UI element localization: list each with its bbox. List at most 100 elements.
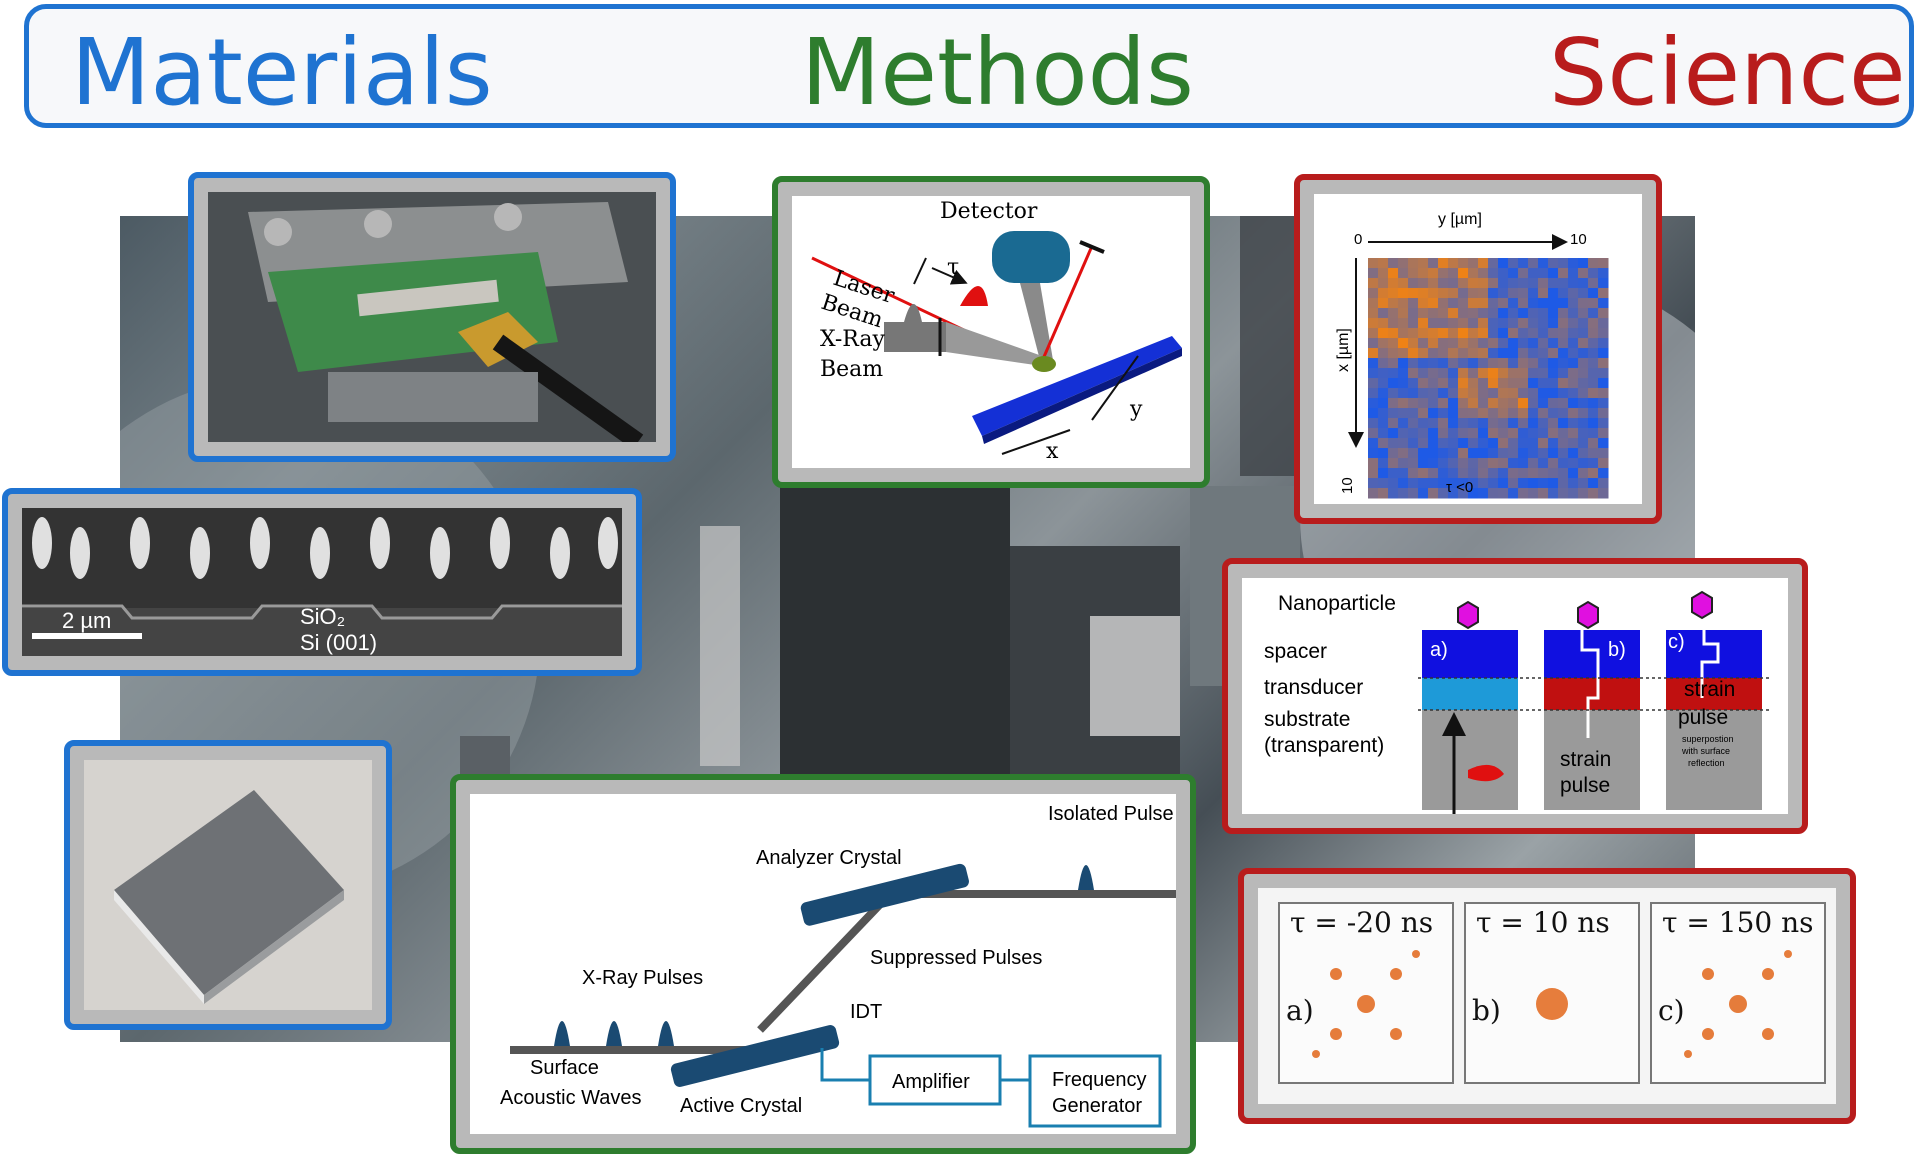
sem-nanostructure-image: 2 µm SiO₂ Si (001) [22, 508, 622, 656]
heatmap-cell [1548, 418, 1559, 429]
heatmap-cell [1398, 358, 1409, 369]
heatmap-cell [1398, 268, 1409, 279]
heatmap-cell [1518, 438, 1529, 449]
heatmap-cell [1438, 358, 1449, 369]
heatmap-cell [1448, 368, 1459, 379]
heatmap-cell [1468, 278, 1479, 289]
heatmap-cell [1548, 298, 1559, 309]
xray-pulses-label: X-Ray Pulses [582, 967, 703, 989]
heatmap-cell [1508, 448, 1519, 459]
frequency-label: Frequency [1052, 1069, 1147, 1091]
heatmap-cell [1518, 338, 1529, 349]
heatmap-cell [1458, 428, 1469, 439]
heatmap-cell [1408, 488, 1419, 499]
heatmap-cell [1588, 298, 1599, 309]
heatmap-cell [1568, 268, 1579, 279]
heatmap-cell [1418, 438, 1429, 449]
heatmap-cell [1398, 308, 1409, 319]
heatmap-cell [1588, 368, 1599, 379]
suppressed-pulses-label: Suppressed Pulses [870, 947, 1042, 969]
heatmap-cell [1518, 288, 1529, 299]
heatmap-cell [1588, 458, 1599, 469]
heatmap-cell [1548, 368, 1559, 379]
pump-probe-setup-panel: Detector τ x y Laser Beam X-Ray [772, 176, 1210, 488]
heatmap-cell [1478, 268, 1489, 279]
heatmap-cell [1418, 428, 1429, 439]
strain-map-x-label: x [µm] [1335, 328, 1352, 372]
heatmap-cell [1578, 358, 1589, 369]
heatmap-cell [1368, 318, 1379, 329]
heatmap-cell [1488, 458, 1499, 469]
heatmap-cell [1428, 398, 1439, 409]
heatmap-cell [1438, 428, 1449, 439]
heatmap-cell [1468, 338, 1479, 349]
heatmap-cell [1588, 258, 1599, 269]
heatmap-cell [1418, 298, 1429, 309]
heatmap-cell [1498, 478, 1509, 489]
heatmap-cell [1438, 338, 1449, 349]
heatmap-cell [1558, 308, 1569, 319]
heatmap-cell [1528, 408, 1539, 419]
heatmap-cell [1568, 488, 1579, 499]
heatmap-cell [1548, 258, 1559, 269]
heatmap-cell [1488, 368, 1499, 379]
heatmap-cell [1488, 398, 1499, 409]
heatmap-cell [1478, 478, 1489, 489]
label-b: b) [1608, 639, 1626, 661]
heatmap-cell [1498, 328, 1509, 339]
heatmap-cell [1468, 318, 1479, 329]
heatmap-cell [1418, 358, 1429, 369]
pulse-label-b: pulse [1560, 774, 1610, 797]
surface-label: Surface [530, 1057, 599, 1079]
strain-map-panel: y [µm] 0 10 10 x [µm] τ <0 [1294, 174, 1662, 524]
heatmap-cell [1478, 318, 1489, 329]
delay-label: τ = 150 ns [1662, 906, 1814, 939]
heatmap-cell [1528, 468, 1539, 479]
heatmap-cell [1538, 478, 1549, 489]
heatmap-cell [1428, 318, 1439, 329]
heatmap-cell [1488, 488, 1499, 499]
y-axis-label: y [1129, 397, 1143, 422]
heatmap-cell [1418, 408, 1429, 419]
heatmap-cell [1408, 468, 1419, 479]
heatmap-cell [1588, 488, 1599, 499]
heatmap-cell [1428, 418, 1439, 429]
heatmap-cell [1368, 468, 1379, 479]
heatmap-cell [1528, 288, 1539, 299]
heatmap-cell [1508, 358, 1519, 369]
heatmap-cell [1458, 308, 1469, 319]
heatmap-cell [1458, 318, 1469, 329]
heatmap-cell [1588, 268, 1599, 279]
heatmap-cell [1578, 398, 1589, 409]
heatmap-cell [1588, 308, 1599, 319]
heatmap-cell [1518, 428, 1529, 439]
heatmap-cell [1388, 408, 1399, 419]
heatmap-cell [1478, 448, 1489, 459]
heatmap-cell [1598, 458, 1609, 469]
heatmap-cell [1488, 298, 1499, 309]
heatmap-cell [1388, 318, 1399, 329]
heatmap-cell [1528, 368, 1539, 379]
heatmap-cell [1408, 408, 1419, 419]
xray-beam-label: Beam [820, 357, 883, 382]
heatmap-cell [1418, 388, 1429, 399]
heatmap-cell [1398, 468, 1409, 479]
heatmap-cell [1468, 438, 1479, 449]
heatmap-cell [1428, 308, 1439, 319]
heatmap-cell [1468, 348, 1479, 359]
heatmap-cell [1558, 388, 1569, 399]
heatmap-cell [1418, 318, 1429, 329]
heatmap-cell [1518, 418, 1529, 429]
heatmap-cell [1418, 368, 1429, 379]
heatmap-cell [1448, 268, 1459, 279]
heatmap-cell [1538, 398, 1549, 409]
heatmap-cell [1438, 388, 1449, 399]
heatmap-cell [1478, 388, 1489, 399]
heatmap-cell [1508, 388, 1519, 399]
heatmap-cell [1488, 418, 1499, 429]
heatmap-cell [1508, 438, 1519, 449]
heatmap-cell [1568, 298, 1579, 309]
xray-label: X-Ray [820, 327, 885, 352]
heatmap-cell [1588, 288, 1599, 299]
